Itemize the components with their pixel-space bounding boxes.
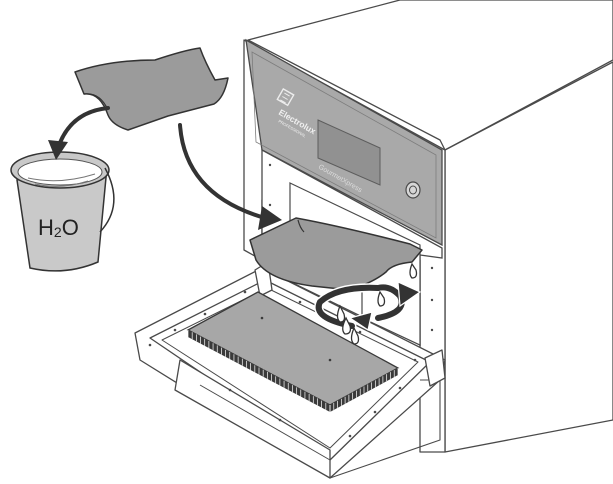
arrow-cloth-to-bucket [48, 108, 108, 160]
cloth-top [75, 48, 228, 130]
water-bucket: H2O [11, 152, 114, 271]
power-knob [406, 182, 420, 198]
